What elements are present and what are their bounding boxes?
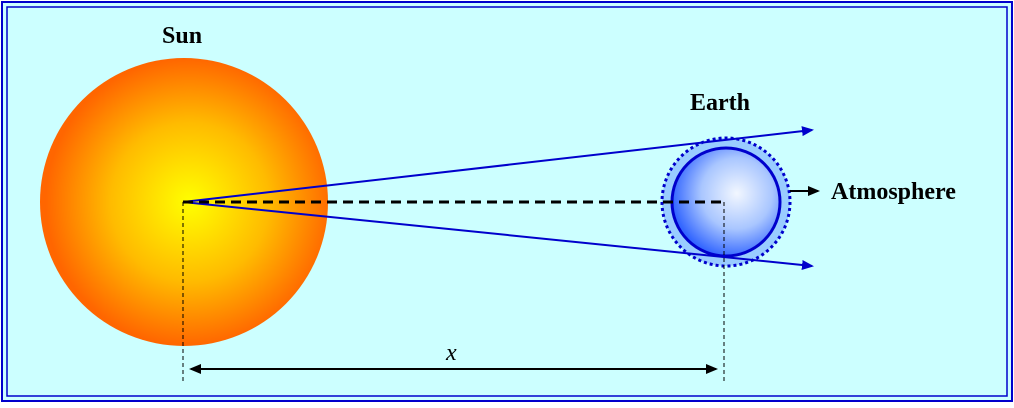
distance-label: x	[445, 340, 457, 366]
lower-ray-arrow	[182, 201, 814, 270]
diagram-inner-border	[6, 6, 1008, 397]
upper-ray-arrow	[182, 126, 814, 203]
earth-label: Earth	[690, 90, 750, 116]
atmosphere-label: Atmosphere	[831, 179, 956, 205]
sun-label: Sun	[162, 23, 202, 49]
